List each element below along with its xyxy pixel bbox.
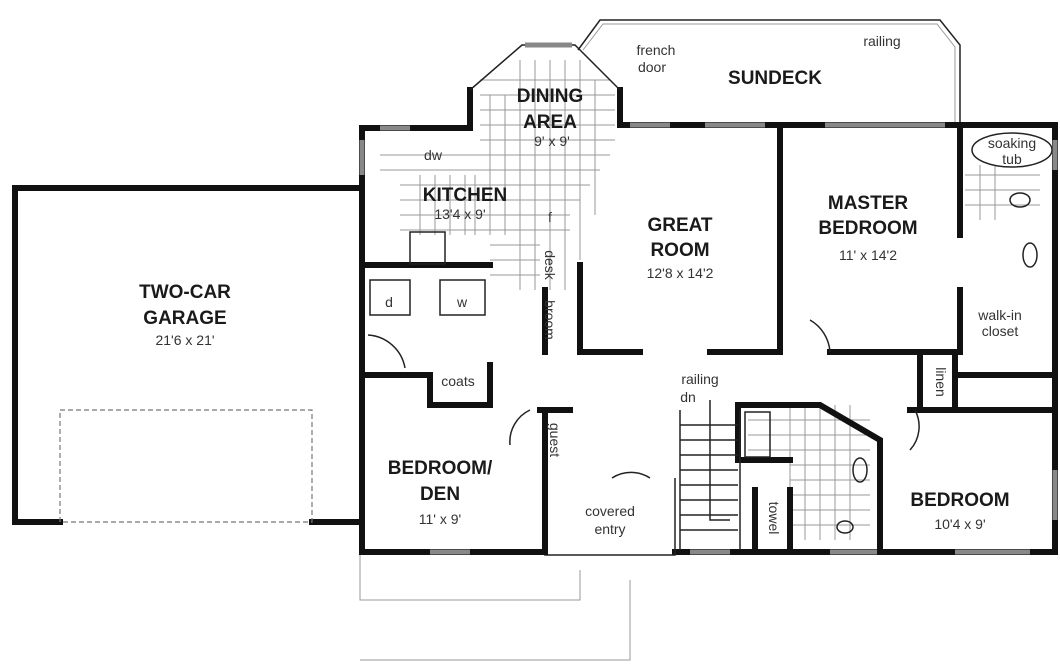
- closet-label-1: walk-in: [977, 307, 1022, 323]
- stair: [679, 410, 741, 550]
- interior-walls: [359, 122, 1058, 555]
- garage-walls: [12, 185, 365, 525]
- kitchen-size: 13'4 x 9': [434, 206, 485, 222]
- master-label-2: BEDROOM: [818, 218, 917, 239]
- entry-label-2: entry: [594, 521, 625, 537]
- broom-label: broom: [542, 300, 558, 340]
- exterior-walls: [359, 87, 1058, 555]
- guest-label: guest: [547, 423, 563, 457]
- bedroom-size: 10'4 x 9': [934, 516, 985, 532]
- stair-down-label: dn: [680, 389, 696, 405]
- great-room-label-2: ROOM: [650, 240, 709, 261]
- sundeck-railing: [577, 19, 961, 122]
- dining-label-2: AREA: [523, 112, 577, 133]
- french-door-label-2: door: [638, 59, 666, 75]
- french-door-label-1: french: [637, 42, 676, 58]
- dining-bay: [469, 44, 621, 91]
- closet-label-2: closet: [982, 323, 1019, 339]
- dishwasher-label: dw: [424, 147, 443, 163]
- great-room-label-1: GREAT: [647, 215, 712, 236]
- coats-label: coats: [441, 373, 474, 389]
- fridge-label: f: [548, 209, 552, 225]
- den-label-2: DEN: [420, 484, 460, 505]
- soaking-tub-label-2: tub: [1002, 151, 1022, 167]
- sundeck-label: SUNDECK: [728, 68, 822, 89]
- windows: [359, 42, 1058, 555]
- garage-label-1: TWO-CAR: [139, 282, 231, 303]
- bedroom-label: BEDROOM: [910, 490, 1009, 511]
- entry-label-1: covered: [585, 503, 635, 519]
- sundeck-railing-inner: [582, 23, 956, 122]
- desk-label: desk: [542, 250, 558, 281]
- stair-arrow: [709, 400, 730, 521]
- garage-size: 21'6 x 21': [155, 332, 214, 348]
- den-label-1: BEDROOM/: [388, 458, 493, 479]
- fixtures: [367, 132, 1053, 534]
- washer-label: w: [456, 294, 468, 310]
- master-label-1: MASTER: [828, 193, 909, 214]
- driveway-edge: [359, 555, 631, 661]
- dining-label-1: DINING: [517, 86, 584, 107]
- master-size: 11' x 14'2: [839, 247, 897, 263]
- den-size: 11' x 9': [419, 511, 461, 527]
- linen-label: linen: [933, 367, 949, 397]
- tile-floor: [380, 60, 1040, 540]
- great-room-size: 12'8 x 14'2: [647, 265, 714, 281]
- soaking-tub-label-1: soaking: [988, 135, 1036, 151]
- dryer-label: d: [385, 294, 393, 310]
- deck-railing-label: railing: [863, 33, 900, 49]
- garage-door: [59, 409, 313, 523]
- kitchen-label: KITCHEN: [423, 185, 507, 206]
- dining-size: 9' x 9': [534, 133, 570, 149]
- towel-label: towel: [766, 502, 782, 535]
- garage-label-2: GARAGE: [143, 308, 226, 329]
- stair-railing-label: railing: [681, 371, 718, 387]
